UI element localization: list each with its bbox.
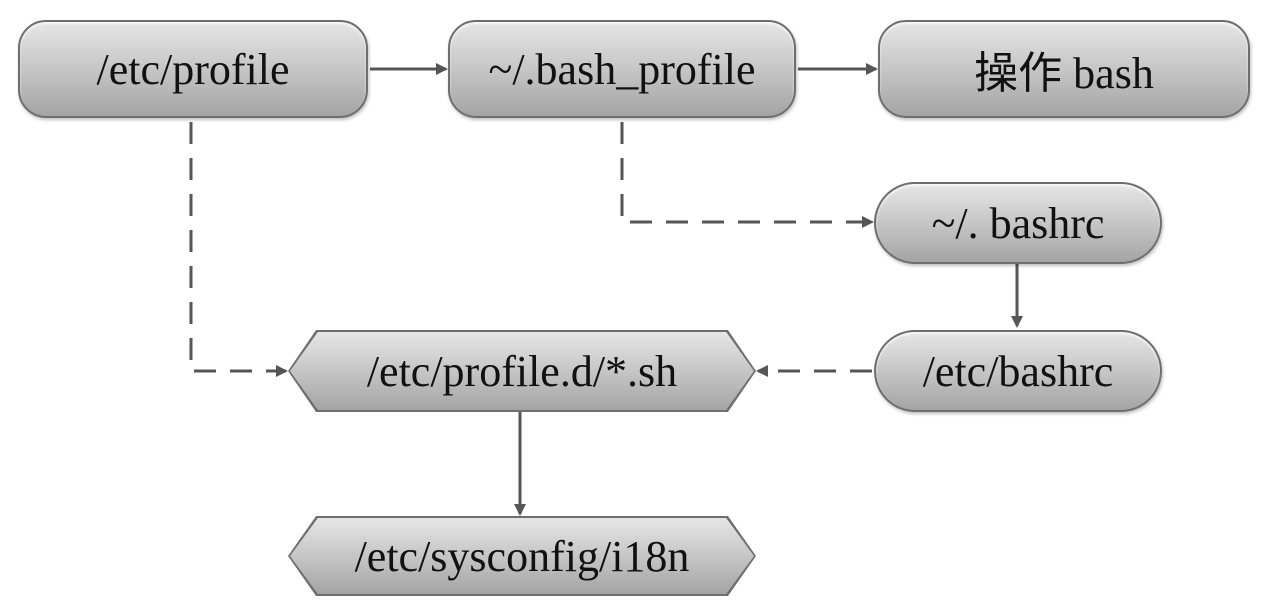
node-profile-d-border: /etc/profile.d/*.sh — [288, 330, 756, 412]
node-profile-d: /etc/profile.d/*.sh — [290, 332, 754, 410]
node-i18n-border: /etc/sysconfig/i18n — [288, 516, 756, 596]
dashed-arrow-bash-profile-to-bashrc-home — [620, 122, 874, 228]
dashed-arrow-profile-to-profile-d — [189, 122, 288, 377]
node-i18n: /etc/sysconfig/i18n — [290, 518, 754, 594]
node-bash-profile: ~/.bash_profile — [448, 20, 796, 118]
node-etc-bashrc: /etc/bashrc — [874, 330, 1162, 412]
node-operate-bash: 操作 bash — [878, 20, 1250, 118]
node-etc-profile: /etc/profile — [18, 20, 368, 118]
node-bashrc-home: ~/. bashrc — [874, 182, 1162, 264]
